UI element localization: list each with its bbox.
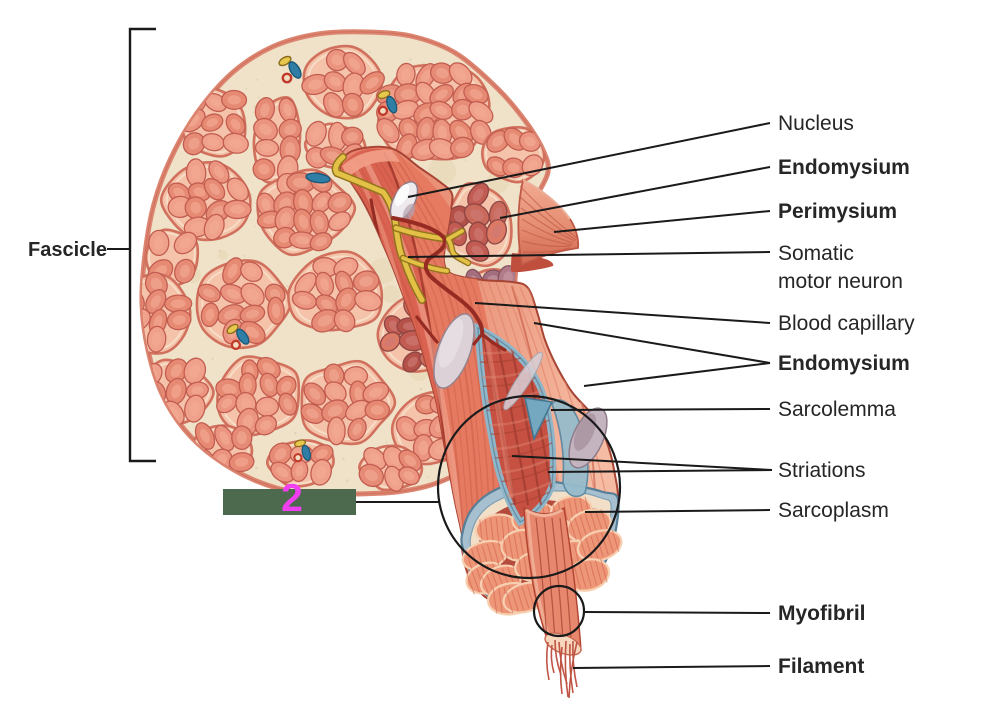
svg-text:Endomysium: Endomysium [778,352,910,375]
svg-text:Blood capillary: Blood capillary [778,312,915,335]
svg-text:Filament: Filament [778,655,864,678]
svg-text:Sarcoplasm: Sarcoplasm [778,499,889,522]
svg-text:motor neuron: motor neuron [778,270,903,293]
svg-text:2: 2 [281,477,303,520]
svg-text:Fascicle: Fascicle [28,239,107,261]
svg-text:Nucleus: Nucleus [778,112,854,135]
svg-text:Somatic: Somatic [778,242,854,265]
svg-text:Perimysium: Perimysium [778,200,897,223]
svg-text:Sarcolemma: Sarcolemma [778,398,896,421]
svg-text:Endomysium: Endomysium [778,156,910,179]
svg-text:Myofibril: Myofibril [778,602,866,625]
svg-text:Striations: Striations [778,459,866,482]
